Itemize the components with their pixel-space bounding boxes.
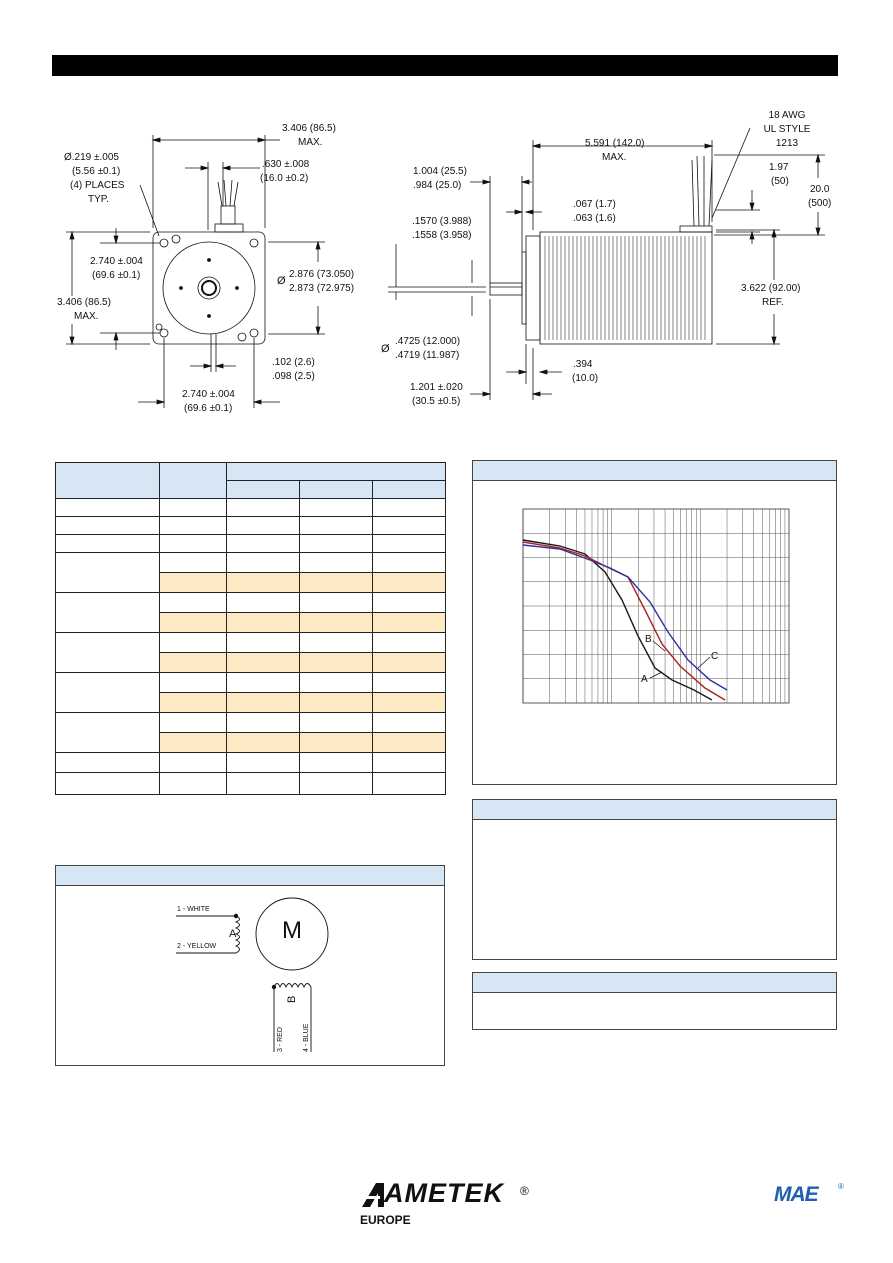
body-ref-text: REF.: [762, 297, 784, 308]
motor-symbol: [255, 897, 329, 971]
bolt-v-mm-label: (69.6 ±0.1): [92, 270, 141, 281]
header-bar: [52, 55, 838, 76]
pilot-dia-symbol: Ø: [277, 275, 286, 287]
curve-a-leader: [649, 671, 663, 679]
pilot-dia-label: 2.876 (73.050): [289, 269, 355, 280]
lead-len-mm-label: (500): [808, 198, 832, 209]
table-row: [55, 752, 446, 773]
info-panel-2: [472, 992, 837, 1030]
lead-exit-mm-label: (50): [771, 176, 789, 187]
shaft-flat-label: .630 ±.008: [262, 159, 310, 170]
shaft-total-mm-label: (30.5 ±0.5): [412, 396, 461, 407]
wire-4-label: 4 - BLUE: [303, 1023, 310, 1052]
torque-curve-b: [522, 541, 726, 701]
body-ref-label: 3.622 (92.00): [741, 283, 801, 294]
pilot-depth-label-2: .098 (2.5): [272, 371, 315, 382]
coil-a: [234, 915, 240, 954]
wire-ul-label: UL STYLE: [763, 124, 811, 135]
wire-3-label: 3 - RED: [277, 1027, 284, 1052]
coil-a-label: A: [229, 928, 237, 940]
curve-a-label: A: [641, 674, 648, 685]
curve-c-leader: [697, 656, 711, 669]
mae-wordmark: MAE: [774, 1183, 819, 1206]
info-panel-1: [472, 819, 837, 960]
table-row: [55, 592, 446, 633]
hole-places-label: (4) PLACES: [70, 180, 125, 191]
pilot-len-mm-label: (10.0): [572, 373, 599, 384]
front-view-flange: [152, 231, 266, 345]
bolt-v-label: 2.740 ±.004: [90, 256, 143, 267]
height-max-text: MAX.: [74, 311, 99, 322]
table-row: [56, 572, 446, 593]
shaft-dia-symbol: Ø: [381, 343, 390, 355]
ametek-registered: ®: [520, 1184, 529, 1198]
hole-dia-label: Ø.219 ±.005: [64, 152, 119, 163]
mae-logo: MAE ®: [774, 1182, 846, 1211]
length-max-text: MAX.: [602, 152, 627, 163]
bolt-h-mm-label: (69.6 ±0.1): [184, 403, 233, 414]
front-view-pilot: [162, 241, 256, 335]
width-max-label: 3.406 (86.5): [282, 123, 336, 134]
table-row: [55, 516, 446, 535]
coil-b: [273, 983, 312, 989]
table-row: [56, 692, 446, 713]
width-max-text: MAX.: [298, 137, 323, 148]
flange-a-label: .067 (1.7): [573, 199, 616, 210]
shaft-len-a-label: 1.004 (25.5): [413, 166, 467, 177]
ametek-region: EUROPE: [360, 1213, 411, 1227]
flange-b-label: .063 (1.6): [573, 213, 616, 224]
bolt-h-label: 2.740 ±.004: [182, 389, 235, 400]
curve-b-leader: [652, 640, 666, 652]
curve-c-label: C: [711, 651, 719, 662]
length-max-label: 5.591 (142.0): [585, 138, 645, 149]
side-view-laminations: [544, 236, 706, 340]
wire-awg-label: 18 AWG: [768, 110, 806, 121]
mae-registered: ®: [838, 1182, 844, 1191]
torque-chart-panel: [472, 480, 837, 785]
table-row: [55, 772, 446, 795]
coil-b-label: B: [286, 995, 298, 1003]
torque-curve-a: [522, 539, 713, 701]
torque-curve-c: [522, 544, 728, 691]
curve-b-label: B: [645, 634, 652, 645]
shaft-flat-mm-label: (16.0 ±0.2): [260, 173, 309, 184]
table-row: [55, 462, 446, 499]
flat-b-label: .1558 (3.958): [412, 230, 472, 241]
pilot-depth-label: .102 (2.6): [272, 357, 315, 368]
height-max-label: 3.406 (86.5): [57, 297, 111, 308]
lead-exit-label: 1.97: [769, 162, 789, 173]
table-row: [55, 712, 446, 753]
shaft-dia-b-label: .4719 (11.987): [395, 350, 460, 361]
table-row: [55, 552, 446, 593]
shaft-len-b-label: .984 (25.0): [413, 180, 462, 191]
wire-2-label: 2 - YELLOW: [177, 943, 217, 950]
ametek-logo: AMETEK ® EUROPE: [360, 1178, 540, 1230]
wire-no-label: 1213: [775, 138, 799, 149]
flat-a-label: .1570 (3.988): [412, 216, 472, 227]
table-row: [56, 652, 446, 673]
ametek-wordmark: AMETEK: [384, 1178, 504, 1208]
table-row: [56, 480, 446, 499]
pilot-len-label: .394: [573, 359, 593, 370]
table-row: [55, 632, 446, 673]
shaft-total-label: 1.201 ±.020: [410, 382, 463, 393]
wire-1-label: 1 - WHITE: [177, 906, 210, 913]
specifications-table: [55, 462, 446, 795]
hole-typ-label: TYP.: [88, 194, 109, 205]
table-row: [56, 732, 446, 753]
shaft-dia-a-label: .4725 (12.000): [395, 336, 461, 347]
lead-len-label: 20.0: [810, 184, 830, 195]
hole-dia-mm-label: (5.56 ±0.1): [72, 166, 121, 177]
pilot-dia-label-2: 2.873 (72.975): [289, 283, 355, 294]
table-row: [56, 612, 446, 633]
dimension-drawing: [66, 127, 825, 408]
wiring-panel: [55, 885, 445, 1066]
motor-letter: M: [282, 917, 302, 944]
